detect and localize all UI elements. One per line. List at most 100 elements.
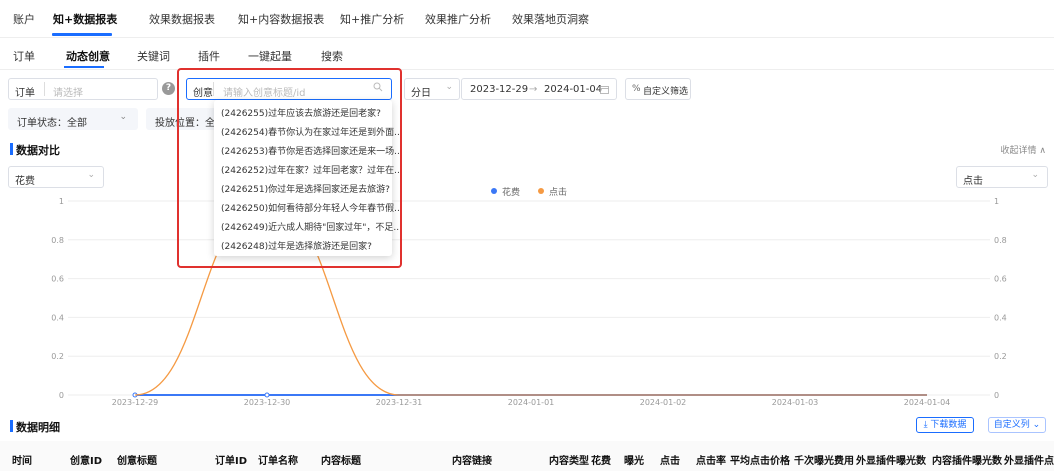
creative-search-field[interactable]: 创意 请输入创意标题/id (186, 78, 392, 100)
dropdown-option[interactable]: (2426253)春节你是否选择回家还是来一场... (221, 147, 403, 157)
table-column-header[interactable]: 内容链接 (452, 456, 492, 467)
table-column-header[interactable]: 花费 (591, 456, 611, 467)
chevron-down-icon: ⌄ (87, 170, 95, 180)
left-metric-value: 花费 (15, 176, 35, 187)
x-tick-label: 2024-01-02 (640, 398, 687, 407)
custom-filter-button[interactable]: % 自定义筛选 (625, 78, 691, 100)
data-detail-title: 数据明细 (16, 421, 60, 434)
legend-label-click: 点击 (549, 188, 568, 198)
y-tick-label-right: 0.6 (994, 275, 1007, 284)
y-tick-label-right: 0.4 (994, 313, 1007, 322)
order-label: 订单 (15, 88, 35, 99)
table-column-header[interactable]: 订单名称 (258, 456, 298, 467)
download-data-label: 下载数据 (930, 420, 967, 430)
search-icon[interactable] (373, 82, 383, 92)
dropdown-option[interactable]: (2426249)近六成人期待"回家过年"，不足... (221, 223, 402, 233)
data-point (264, 392, 270, 398)
table-column-header[interactable]: 内容标题 (321, 456, 361, 467)
date-end: 2024-01-04 (544, 84, 603, 95)
top-nav-item-account[interactable]: 账户 (13, 13, 35, 26)
help-icon[interactable]: ? (162, 82, 175, 95)
table-column-header[interactable]: 内容插件曝光数 (932, 456, 1002, 467)
y-tick-label-right: 0.8 (994, 236, 1007, 245)
calendar-icon (600, 86, 609, 94)
top-nav-item-zhi-promo-analysis[interactable]: 知+推广分析 (340, 13, 405, 26)
dropdown-option[interactable]: (2426252)过年在家？过年回老家？过年在... (221, 166, 403, 176)
download-data-button[interactable]: ⤓ 下载数据 (916, 417, 974, 433)
legend-swatch-click (538, 188, 544, 194)
date-range-picker[interactable]: 2023-12-29 → 2024-01-04 (461, 78, 617, 100)
top-nav-item-effect-promo-analysis[interactable]: 效果推广分析 (425, 13, 491, 26)
dropdown-option[interactable]: (2426255)过年应该去旅游还是回老家? (221, 109, 381, 119)
y-tick-label-left: 0.2 (51, 352, 64, 361)
top-nav-item-zhi-content-report[interactable]: 知+内容数据报表 (238, 13, 325, 26)
order-placeholder: 请选择 (53, 88, 83, 99)
placement-value: 投放位置：全部 (155, 118, 225, 129)
table-column-header[interactable]: 外显插件曝光数 (856, 456, 926, 467)
top-nav-item-zhi-data-report[interactable]: 知+数据报表 (53, 13, 118, 26)
table-column-header[interactable]: 外显插件点 (1004, 456, 1054, 467)
table-column-header[interactable]: 点击率 (696, 456, 726, 467)
custom-filter-label: 自定义筛选 (643, 87, 689, 97)
left-metric-select[interactable]: 花费 ⌄ (8, 166, 104, 188)
y-tick-label-left: 0.4 (51, 313, 64, 322)
collapse-detail-link[interactable]: 收起详情 ∧ (1000, 146, 1046, 156)
table-column-header[interactable]: 订单ID (215, 456, 248, 467)
y-tick-label-right: 1 (994, 197, 999, 206)
tab-plugin[interactable]: 插件 (198, 50, 220, 63)
top-nav-active-indicator (52, 33, 112, 36)
legend-swatch-cost (491, 188, 497, 194)
top-nav-item-landing-page-insight[interactable]: 效果落地页洞察 (512, 13, 589, 26)
table-column-header[interactable]: 千次曝光费用 (794, 456, 854, 467)
x-tick-label: 2023-12-29 (112, 398, 159, 407)
tab-search[interactable]: 搜索 (321, 50, 343, 63)
x-tick-label: 2023-12-30 (244, 398, 291, 407)
y-tick-label-left: 0.8 (51, 236, 64, 245)
table-column-header[interactable]: 点击 (660, 456, 680, 467)
tab-dynamic-creative[interactable]: 动态创意 (66, 50, 110, 63)
order-status-select[interactable]: 订单状态：全部 ⌄ (8, 108, 138, 130)
data-point (132, 392, 138, 398)
dropdown-option[interactable]: (2426248)过年是选择旅游还是回家? (221, 242, 372, 252)
y-tick-label-left: 0.6 (51, 275, 64, 284)
section-marker (10, 143, 13, 155)
download-icon: ⤓ (923, 420, 931, 430)
custom-columns-button[interactable]: 自定义列 ⌄ (988, 417, 1046, 433)
table-column-header[interactable]: 曝光 (624, 456, 644, 467)
top-nav: 账户 知+数据报表 效果数据报表 知+内容数据报表 知+推广分析 效果推广分析 … (0, 0, 1054, 38)
placement-select[interactable]: 投放位置：全部 (146, 108, 226, 130)
dropdown-option[interactable]: (2426250)如何看待部分年轻人今年春节假... (221, 204, 403, 214)
legend-label-cost: 花费 (502, 188, 521, 198)
tab-order[interactable]: 订单 (13, 50, 35, 63)
date-arrow: → (529, 84, 538, 95)
table-header (0, 441, 1054, 471)
table-column-header[interactable]: 内容类型 (549, 456, 589, 467)
sub-nav-active-indicator (64, 66, 104, 68)
dropdown-option[interactable]: (2426254)春节你认为在家过年还是到外面... (221, 128, 403, 138)
y-tick-label-right: 0.2 (994, 352, 1007, 361)
sub-nav: 订单 动态创意 关键词 插件 一键起量 搜索 (0, 38, 1054, 70)
y-tick-label-left: 0 (59, 391, 64, 400)
table-column-header[interactable]: 创意标题 (117, 456, 157, 467)
creative-suggestion-dropdown: (2426255)过年应该去旅游还是回老家? (2426254)春节你认为在家过… (214, 100, 403, 256)
right-metric-select[interactable]: 点击 ⌄ (956, 166, 1048, 188)
order-select[interactable]: 订单 请选择 (8, 78, 158, 100)
chevron-down-icon: ⌄ (1029, 420, 1041, 430)
top-nav-item-effect-data-report[interactable]: 效果数据报表 (149, 13, 215, 26)
tab-one-click-boost[interactable]: 一键起量 (248, 50, 292, 63)
table-column-header[interactable]: 时间 (12, 456, 32, 467)
tab-keyword[interactable]: 关键词 (137, 50, 170, 63)
x-tick-label: 2024-01-04 (904, 398, 951, 407)
dropdown-option[interactable]: (2426251)你过年是选择回家还是去旅游? (221, 185, 390, 195)
x-tick-label: 2024-01-01 (508, 398, 555, 407)
y-tick-label-right: 0 (994, 391, 999, 400)
custom-columns-label: 自定义列 (993, 420, 1030, 430)
chevron-down-icon: ⌄ (1031, 170, 1039, 180)
granularity-value: 分日 (411, 88, 431, 99)
table-column-header[interactable]: 创意ID (70, 456, 103, 467)
y-tick-label-left: 1 (59, 197, 64, 206)
highlight-box (177, 68, 402, 268)
table-column-header[interactable]: 平均点击价格 (730, 456, 790, 467)
granularity-select[interactable]: 分日 ⌄ (404, 78, 460, 100)
